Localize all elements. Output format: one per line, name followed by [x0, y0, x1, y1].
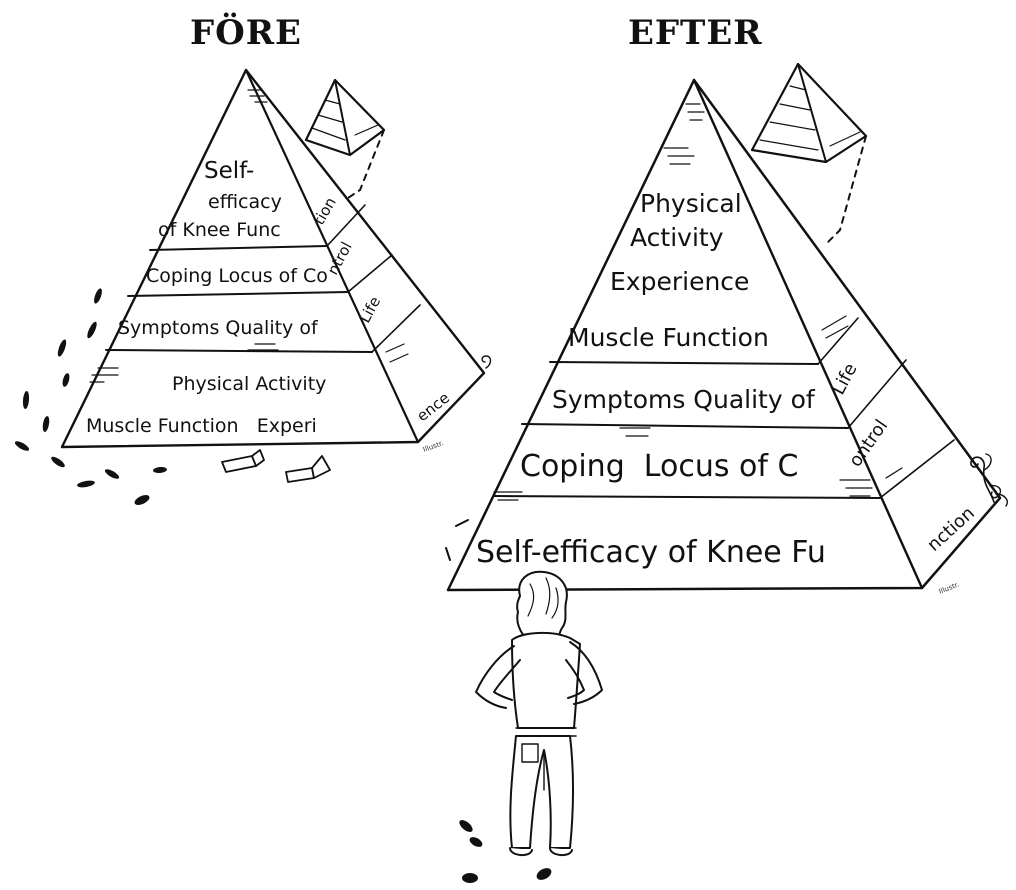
person-figure: [475, 570, 603, 856]
before-band-3: Symptoms Quality of: [118, 317, 319, 339]
before-floating-pyramid-top: [304, 78, 386, 201]
before-band-5: Muscle Function Experi: [86, 415, 317, 437]
before-band-1: Self- efficacy of Knee Func: [158, 158, 289, 241]
after-signature: Illustr.: [938, 580, 961, 595]
before-spiral-icon: [481, 355, 492, 369]
before-brick-marks: [89, 89, 409, 383]
after-vine-icon: [970, 453, 1008, 507]
heading-after: EFTER: [628, 13, 763, 53]
after-band-5: Self-efficacy of Knee Fu: [476, 535, 826, 570]
after-footprints: [459, 820, 552, 883]
heading-before: FÖRE: [190, 12, 302, 53]
before-signature: Illustr.: [422, 439, 445, 454]
after-floating-pyramid-top: [750, 62, 868, 245]
after-brick-marks: [493, 103, 903, 501]
before-loose-bricks: [221, 449, 331, 483]
before-pyramid: Self- efficacy of Knee Func Coping Locus…: [60, 68, 492, 483]
after-band-2: Muscle Function: [568, 323, 769, 352]
after-pyramid: Physical Activity Experience Muscle Func…: [445, 62, 1008, 596]
after-band-3: Symptoms Quality of: [552, 385, 816, 414]
before-footprints: [14, 288, 167, 505]
before-band-2: Coping Locus of Co: [146, 265, 328, 287]
before-band-4: Physical Activity: [172, 373, 326, 395]
after-band-1: Physical Activity Experience: [610, 189, 750, 296]
after-band-4: Coping Locus of C: [520, 449, 798, 484]
